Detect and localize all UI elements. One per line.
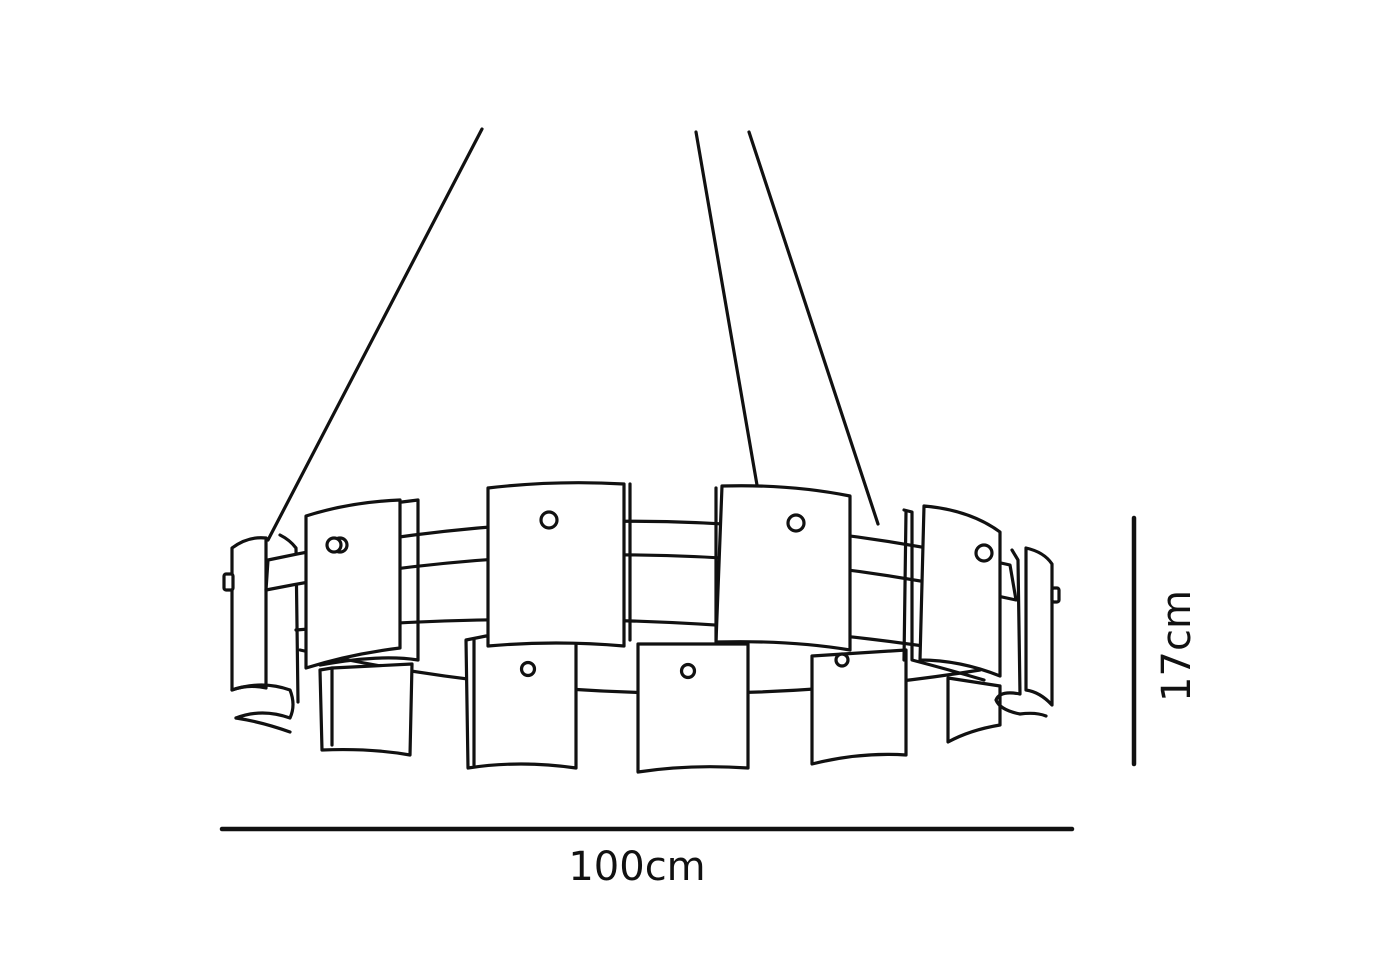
width-dimension-label: 100cm (568, 844, 705, 890)
cable-left (266, 127, 484, 542)
height-dimension-label: 17cm (1154, 590, 1200, 702)
shade-upper-right-edge (902, 510, 908, 662)
shade-lower-right (810, 648, 908, 766)
shade-far-left-curl-bottom (234, 716, 292, 734)
shade-upper-left-back (318, 498, 420, 667)
shade-far-left (230, 536, 268, 692)
shade-lower-center-left (464, 634, 578, 770)
shade-lower-right-screw (834, 652, 850, 668)
shade-lower-center-right (636, 642, 750, 774)
shade-lower-center-right-screw (679, 662, 697, 680)
shade-far-right (1024, 546, 1054, 707)
shade-upper-center-left (486, 481, 626, 648)
shade-upper-center-right-screw (786, 513, 806, 533)
shade-upper-left (304, 498, 402, 670)
shade-lower-center-left-screw (519, 660, 537, 678)
shade-far-right-curl (994, 548, 1048, 718)
shade-far-right-clip (1050, 586, 1061, 604)
cable-center (694, 130, 759, 487)
height-dimension: 17cm (1131, 515, 1200, 767)
cable-right (747, 130, 880, 526)
front-shades (304, 481, 1061, 718)
shade-lower-left (318, 662, 414, 757)
shade-upper-right-screw (974, 543, 994, 563)
shade-far-left-curl (230, 683, 295, 720)
shade-upper-center-right (714, 484, 852, 652)
shade-upper-center-left-screw (539, 510, 559, 530)
suspension-cables (266, 127, 880, 542)
width-dimension: 100cm (219, 826, 1075, 890)
shade-upper-right-back (902, 508, 986, 682)
shade-far-left-back-edge (278, 533, 300, 704)
shade-upper-left-screw-2 (325, 536, 343, 554)
back-shades (222, 533, 1002, 774)
shade-lower-far-right (946, 676, 1002, 744)
shade-upper-right (918, 504, 1002, 678)
shade-far-left-clip (222, 572, 235, 592)
